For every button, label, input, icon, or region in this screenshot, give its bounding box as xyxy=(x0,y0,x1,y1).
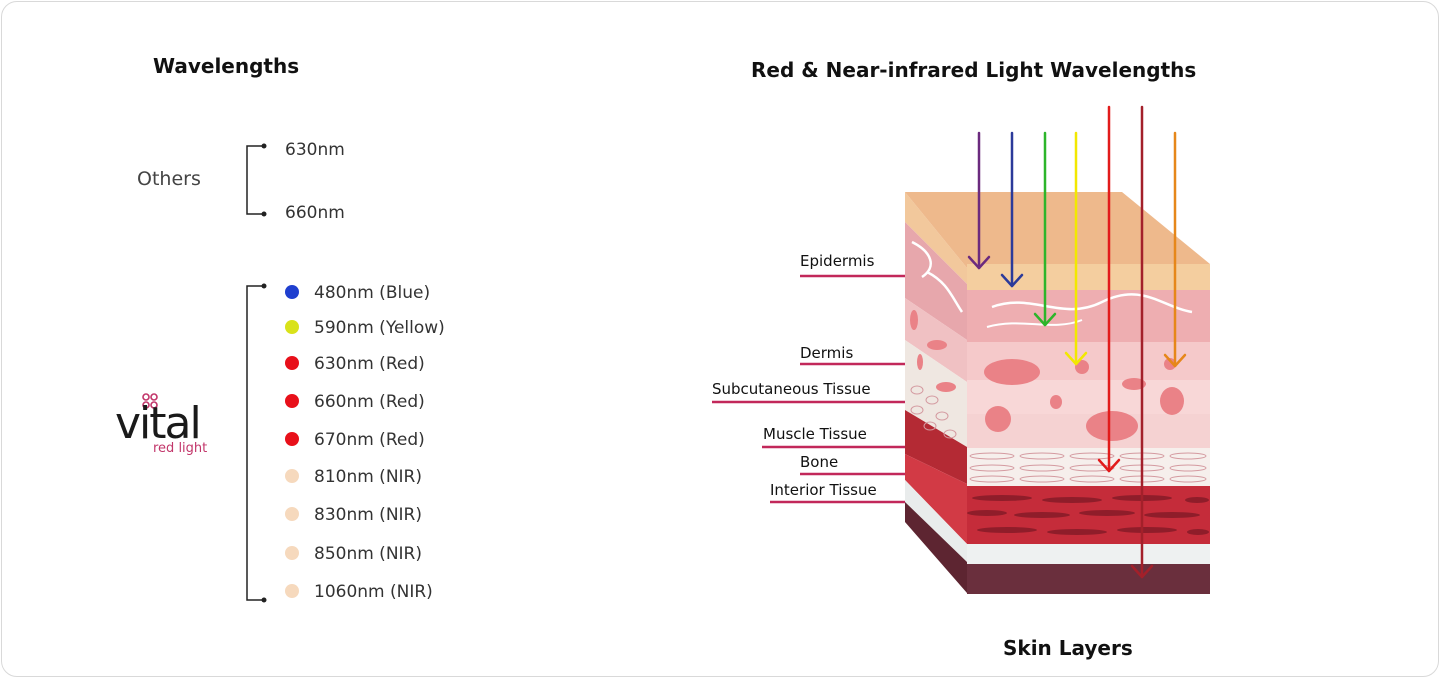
front-layer-interior xyxy=(967,564,1210,594)
left-face-layer xyxy=(905,502,967,593)
color-dot-icon xyxy=(285,285,299,299)
brackets xyxy=(246,143,267,603)
layer-label-epidermis: Epidermis xyxy=(800,252,875,270)
color-dot-icon xyxy=(285,394,299,408)
color-dot-icon xyxy=(285,356,299,370)
wavelength-arrows xyxy=(967,105,1187,579)
front-layer-interior-light xyxy=(967,544,1210,564)
color-dot-icon xyxy=(285,432,299,446)
bracket-end-dot xyxy=(261,143,267,149)
cell xyxy=(936,382,956,392)
front-layer-epidermis xyxy=(967,264,1210,290)
layer-label-dermis: Dermis xyxy=(800,344,854,362)
arrow-blue-icon xyxy=(1000,131,1024,288)
bracket-end-dot xyxy=(261,211,267,217)
cell xyxy=(1122,378,1146,390)
cell xyxy=(1164,358,1176,370)
others-label: Others xyxy=(137,168,201,190)
color-dot-icon xyxy=(285,320,299,334)
color-dot-icon xyxy=(285,507,299,521)
cell xyxy=(985,406,1011,432)
layer-label-interior: Interior Tissue xyxy=(770,481,877,499)
arrow-orange-icon xyxy=(1163,131,1187,368)
left-face-layer xyxy=(905,480,967,562)
others-bracket xyxy=(246,145,264,215)
color-dot-icon xyxy=(285,584,299,598)
cell xyxy=(984,359,1040,385)
top-face xyxy=(905,192,1210,268)
diagram-title: Red & Near-infrared Light Wavelengths xyxy=(751,58,1197,82)
arrow-green-icon xyxy=(1033,131,1057,327)
color-dot-icon xyxy=(285,469,299,483)
muscle-fibers xyxy=(967,495,1209,535)
cell xyxy=(1075,360,1089,374)
cell xyxy=(1086,411,1138,441)
layer-label-bone: Bone xyxy=(800,453,839,471)
vital-bracket xyxy=(246,285,264,601)
color-dot-icon xyxy=(285,546,299,560)
left-face-layer xyxy=(905,298,967,382)
fiber xyxy=(991,293,1193,314)
logo-wordmark: vital xyxy=(115,398,202,449)
arrow-purple-icon xyxy=(967,131,991,270)
left-face-layer xyxy=(905,410,967,484)
left-face-layer xyxy=(905,222,967,340)
wavelengths-title: Wavelengths xyxy=(153,54,300,78)
arrow-dark-red-icon xyxy=(1130,105,1154,579)
arrow-yellow-icon xyxy=(1064,131,1088,366)
skin-layers-title: Skin Layers xyxy=(1003,636,1133,660)
left-face-layer xyxy=(905,192,967,284)
others-wavelength-660: 660nm xyxy=(285,203,345,223)
arrow-red-icon xyxy=(1097,105,1121,473)
cell xyxy=(927,340,947,350)
fiber xyxy=(926,270,964,313)
logo-dots-icon xyxy=(142,393,158,409)
cell xyxy=(910,310,918,330)
front-layer-dermis-upper xyxy=(967,290,1210,342)
fiber xyxy=(986,319,1083,328)
leader-lines xyxy=(712,274,905,504)
cell xyxy=(1050,395,1062,409)
left-face-layer xyxy=(905,454,967,544)
logo-subtitle: red light xyxy=(153,441,208,456)
others-wavelength-630: 630nm xyxy=(285,140,345,160)
layer-label-muscle: Muscle Tissue xyxy=(763,425,867,443)
cell xyxy=(1160,387,1184,415)
cell xyxy=(917,354,923,370)
layer-label-subcutaneous: Subcutaneous Tissue xyxy=(712,380,871,398)
fiber xyxy=(911,240,932,279)
bracket-end-dot xyxy=(261,597,267,603)
bracket-end-dot xyxy=(261,283,267,289)
